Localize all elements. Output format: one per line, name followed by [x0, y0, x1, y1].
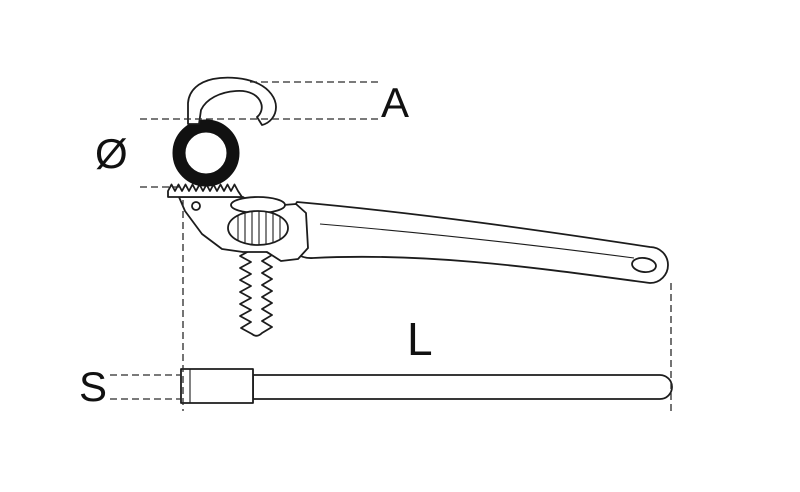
adjusting-nut: [227, 210, 289, 246]
pivot-pin: [191, 201, 201, 211]
label-jaw-width: A: [381, 79, 409, 126]
label-thickness: S: [79, 363, 107, 410]
rack-toothed-shank: [239, 249, 273, 337]
nut-knurl-lines: [237, 211, 281, 245]
pipe-cross-section: [172, 119, 240, 187]
handle-inner-contour: [319, 223, 635, 259]
dimension-lines: [110, 81, 672, 411]
side-view: [180, 368, 673, 404]
label-pipe-diameter: Ø: [95, 130, 128, 177]
handle-hang-hole: [631, 256, 657, 274]
hook-jaw: [187, 76, 277, 126]
side-view-head: [180, 368, 254, 404]
dimension-labels: A Ø L S: [79, 79, 433, 410]
label-length: L: [407, 313, 433, 365]
heel-jaw-teeth: [167, 183, 243, 198]
front-view: [167, 76, 669, 337]
handle: [290, 201, 669, 284]
side-view-handle: [252, 374, 673, 400]
